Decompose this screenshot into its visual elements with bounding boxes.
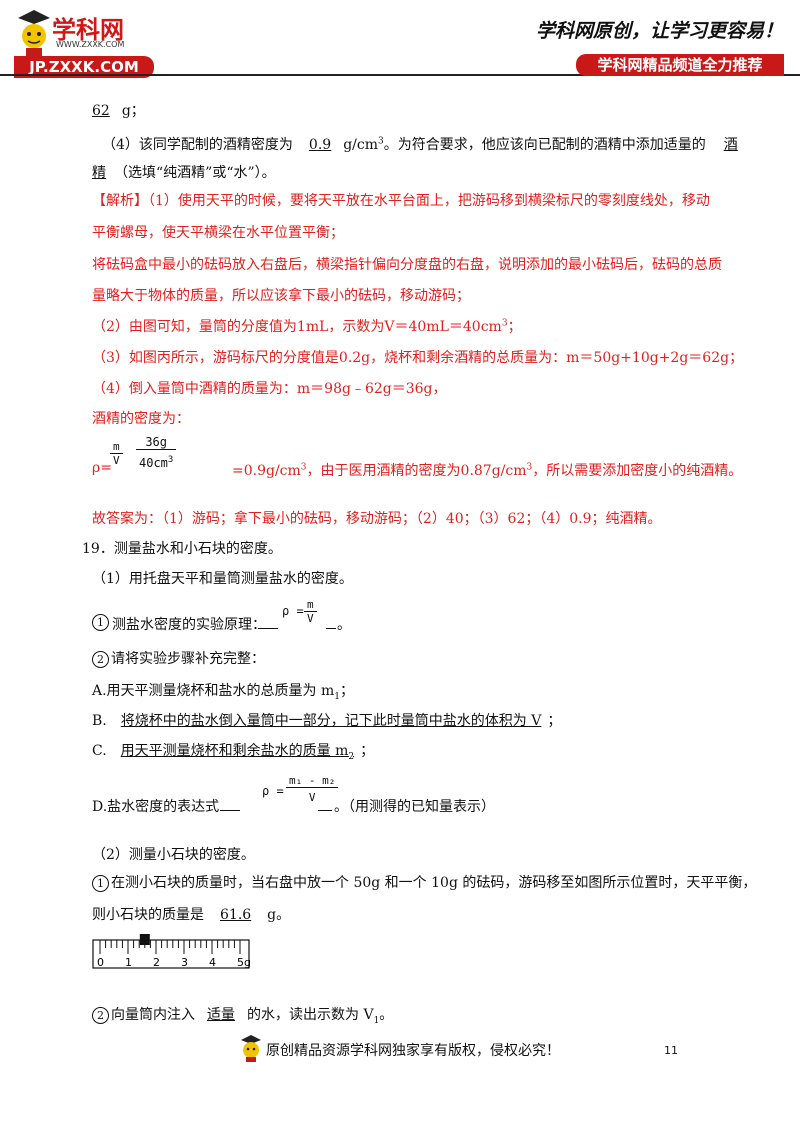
analysis-line-6: （3）如图丙所示，游码标尺的分度值是0.2g，烧杯和剩余酒精的总质量为：m＝50… [92, 350, 744, 366]
circled-2-icon: 2 [92, 1007, 109, 1024]
rider-marker [139, 934, 150, 945]
analysis-line-3: 将砝码盒中最小的砝码放入右盘后，横梁指针偏向分度盘的右盘，说明添加的最小砝码后，… [92, 257, 722, 273]
analysis-tag: 【解析】 [92, 193, 148, 209]
balance-rider-scale: 0 1 2 3 4 5g [92, 934, 251, 969]
ruler-label: 3 [181, 956, 188, 969]
channel-banner: 学科网精品频道全力推荐 [576, 54, 784, 76]
logo-banner: JP.ZXXK.COM [14, 56, 154, 78]
step-a: A.用天平测量烧杯和盐水的总质量为 m1； [92, 683, 355, 702]
ruler-label: 5g [237, 956, 251, 969]
q19-part-1: （1）用托盘天平和量筒测量盐水的密度。 [92, 571, 353, 587]
step-b: B.将烧杯中的盐水倒入量筒中一部分，记下此时量筒中盐水的体积为 V； [92, 713, 562, 729]
logo-url: WWW.ZXXK.COM [56, 40, 125, 49]
analysis-line-7: （4）倒入量筒中酒精的质量为：m＝98g﹣62g＝36g， [92, 381, 447, 397]
analysis-line-8: 酒精的密度为： [92, 411, 190, 427]
q18-answer-liquid-2: 精 [92, 165, 106, 181]
header-slogan: 学科网原创，让学习更容易！ [536, 20, 784, 42]
step-c-answer: 用天平测量烧杯和剩余盐水的质量 m2 [120, 743, 355, 762]
water-amount-answer: 适量 [207, 1007, 235, 1023]
logo-mascot-icon [18, 10, 50, 56]
footer-mascot-icon [241, 1035, 261, 1062]
analysis-line-5: （2）由图可知，量筒的分度值为1mL，示数为V＝40mL＝40cm3； [92, 318, 522, 335]
q18-answer-density: 0.9 [308, 137, 332, 153]
q18-line-3: 精（选填“纯酒精”或“水”）。 [92, 165, 276, 181]
circled-2-icon: 2 [92, 651, 109, 668]
q18-answer-mass: 62 [92, 103, 110, 119]
circled-1-icon: 1 [92, 875, 109, 892]
q19-part-2: （2）测量小石块的密度。 [92, 847, 255, 863]
analysis-answer: 故答案为：（1）游码；拿下最小的砝码，移动游码；（2）40；（3）62；（4）0… [92, 511, 662, 527]
ruler-label: 4 [209, 956, 216, 969]
header-rule [0, 74, 800, 76]
circled-1-icon: 1 [92, 614, 109, 631]
step-c: C.用天平测量烧杯和剩余盐水的质量 m2； [92, 743, 375, 762]
analysis-line-1: 【解析】（1）使用天平的时候，要将天平放在水平台面上，把游码移到横梁标尺的零刻度… [92, 193, 710, 209]
ruler-label: 1 [125, 956, 132, 969]
q18-answer-liquid-1: 酒 [723, 137, 738, 153]
analysis-line-4: 量略大于物体的质量，所以应该拿下最小的砝码，移动游码； [92, 288, 470, 304]
footer-copyright: 原创精品资源学科网独家享有版权，侵权必究！ [266, 1043, 560, 1059]
ruler-label: 0 [97, 956, 104, 969]
logo-main-text: 学科网 [52, 16, 124, 44]
stone-mass-answer: 61.6 [220, 907, 252, 923]
step-b-answer: 将烧杯中的盐水倒入量筒中一部分，记下此时量筒中盐水的体积为 V [120, 713, 542, 729]
q19-title: 19．测量盐水和小石块的密度。 [82, 541, 282, 557]
ruler-label: 2 [153, 956, 160, 969]
analysis-line-2: 平衡螺母，使天平横梁在水平位置平衡； [92, 225, 344, 241]
page-number: 11 [664, 1044, 678, 1057]
